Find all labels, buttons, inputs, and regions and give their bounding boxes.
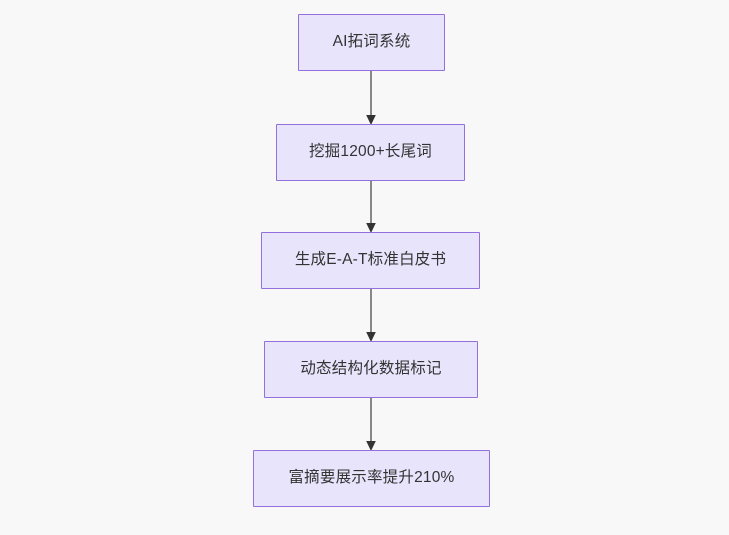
edge-n1-n2 <box>366 69 376 125</box>
arrowhead-icon <box>366 332 376 342</box>
node-label: 动态结构化数据标记 <box>300 360 442 378</box>
node-label: 生成E-A-T标准白皮书 <box>294 251 447 269</box>
arrowhead-icon <box>366 441 376 451</box>
edge-n4-n5 <box>366 396 376 451</box>
node-label: 富摘要展示率提升210% <box>288 469 455 487</box>
flowchart-node-mine-longtail-keywords[interactable]: 挖掘1200+长尾词 <box>276 124 465 181</box>
flowchart-node-generate-eat-whitepaper[interactable]: 生成E-A-T标准白皮书 <box>261 232 480 289</box>
arrowhead-icon <box>366 115 376 125</box>
node-label: 挖掘1200+长尾词 <box>308 143 433 161</box>
edge-n2-n3 <box>366 179 376 233</box>
flowchart-node-ai-keyword-system[interactable]: AI拓词系统 <box>298 14 445 71</box>
arrowhead-icon <box>366 223 376 233</box>
edge-n3-n4 <box>366 287 376 342</box>
flowchart-node-dynamic-structured-data-markup[interactable]: 动态结构化数据标记 <box>264 341 478 398</box>
node-label: AI拓词系统 <box>332 33 411 51</box>
flowchart-node-rich-snippet-rate-increase[interactable]: 富摘要展示率提升210% <box>253 450 490 507</box>
